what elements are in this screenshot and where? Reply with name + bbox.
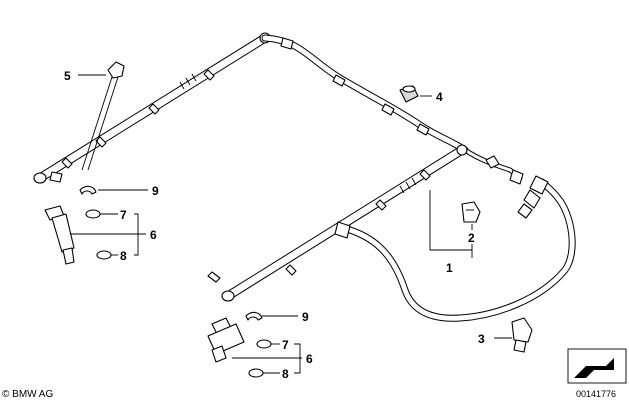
callout-2: 2 xyxy=(468,231,475,245)
injector-bottom xyxy=(207,311,272,378)
callout-7-left: 7 xyxy=(120,208,127,222)
callout-6-bottom: 6 xyxy=(306,352,313,366)
grommet xyxy=(399,85,419,103)
copyright-text: © BMW AG xyxy=(2,389,53,400)
return-line xyxy=(462,147,524,185)
callout-6-left: 6 xyxy=(150,228,157,242)
injector-left xyxy=(44,185,112,265)
callout-5: 5 xyxy=(64,69,71,83)
crossover-fuel-line xyxy=(261,34,469,154)
clip xyxy=(461,201,481,223)
bolt xyxy=(81,61,125,171)
upper-fuel-rail xyxy=(33,32,271,184)
leader-lines xyxy=(70,74,512,374)
callout-9-left: 9 xyxy=(152,184,159,198)
fuel-feed-hose xyxy=(334,175,576,322)
arrow-icon xyxy=(574,358,614,378)
callout-3: 3 xyxy=(478,332,485,346)
document-reference-box: 00141776 xyxy=(567,348,627,399)
callout-labels: 5 4 2 1 3 9 7 6 8 9 7 6 8 xyxy=(64,69,485,381)
callout-7-bottom: 7 xyxy=(282,338,289,352)
pressure-valve xyxy=(511,317,533,353)
callout-9-bottom: 9 xyxy=(302,310,309,324)
callout-4: 4 xyxy=(436,90,443,104)
lower-fuel-rail xyxy=(207,144,468,302)
callout-8-left: 8 xyxy=(120,249,127,263)
callout-1: 1 xyxy=(446,261,453,275)
callout-8-bottom: 8 xyxy=(282,367,289,381)
document-number: 00141776 xyxy=(576,389,616,399)
